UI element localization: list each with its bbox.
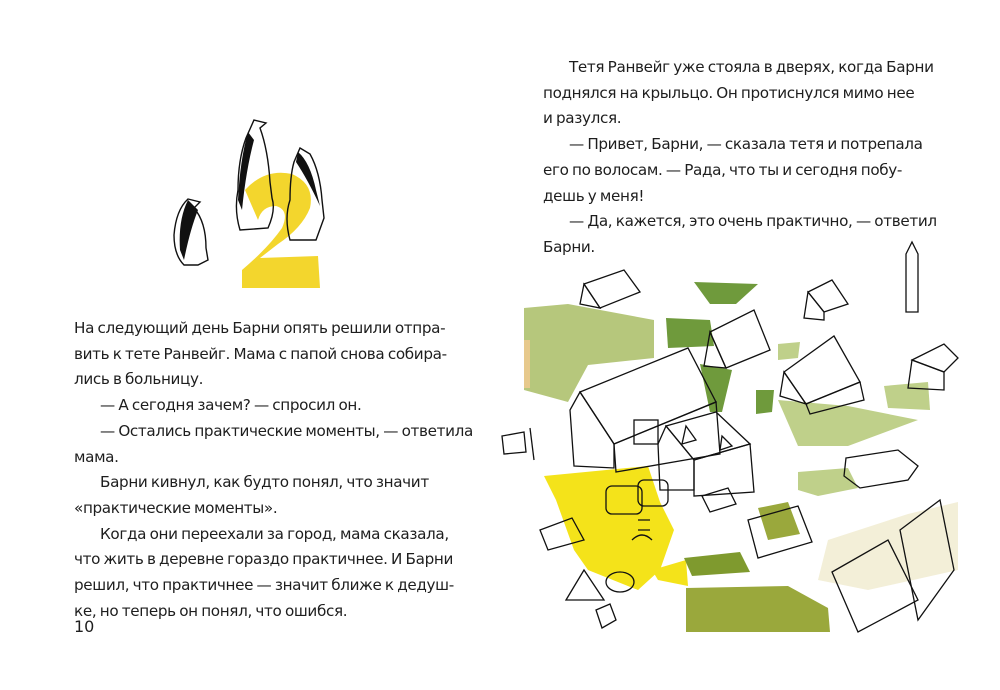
village-scene-icon bbox=[501, 240, 959, 633]
text-line: лись в больницу. bbox=[74, 370, 204, 389]
text-line: решил, что практичнее — значит ближе к д… bbox=[74, 576, 454, 595]
text-line: Тетя Ранвейг уже стояла в дверях, когда … bbox=[569, 58, 934, 76]
text-line: что жить в деревне гораздо практичнее. И… bbox=[74, 550, 453, 569]
text-line: На следующий день Барни опять решили отп… bbox=[74, 319, 446, 337]
text-line: Барни. bbox=[543, 237, 595, 256]
text-line: его по волосам. — Рада, что ты и сегодня… bbox=[543, 160, 903, 179]
right-page-text: Тетя Ранвейг уже стояла в дверях, когда … bbox=[543, 55, 963, 261]
text-line: вить к тете Ранвейг. Мама с папой снова … bbox=[74, 344, 447, 363]
dialogue-line: — А сегодня зачем? — спросил он. bbox=[100, 396, 362, 415]
page-number: 10 bbox=[74, 617, 95, 636]
dialogue-line: — Да, кажется, это очень практично, — от… bbox=[569, 212, 937, 231]
penguins-chapter-two-icon bbox=[173, 119, 325, 288]
left-page: На следующий день Барни опять решили отп… bbox=[74, 110, 474, 636]
text-line: дешь у меня! bbox=[543, 186, 645, 205]
dialogue-line: — Остались практические моменты, — ответ… bbox=[100, 421, 473, 440]
text-line: мама. bbox=[74, 447, 119, 466]
text-line: и разулся. bbox=[543, 109, 622, 128]
village-illustration bbox=[488, 240, 968, 640]
text-line: Барни кивнул, как будто понял, что значи… bbox=[100, 473, 429, 492]
text-line: поднялся на крыльцо. Он протиснулся мимо… bbox=[543, 83, 915, 102]
chapter-number-illustration bbox=[150, 110, 350, 300]
dialogue-line: — Привет, Барни, — сказала тетя и потреп… bbox=[569, 135, 923, 154]
right-page: Тетя Ранвейг уже стояла в дверях, когда … bbox=[500, 0, 1000, 690]
text-line: «практические моменты». bbox=[74, 498, 278, 517]
text-line: ке, но теперь он понял, что ошибся. bbox=[74, 601, 348, 620]
left-page-text: На следующий день Барни опять решили отп… bbox=[74, 316, 474, 624]
text-line: Когда они переехали за город, мама сказа… bbox=[100, 524, 449, 543]
